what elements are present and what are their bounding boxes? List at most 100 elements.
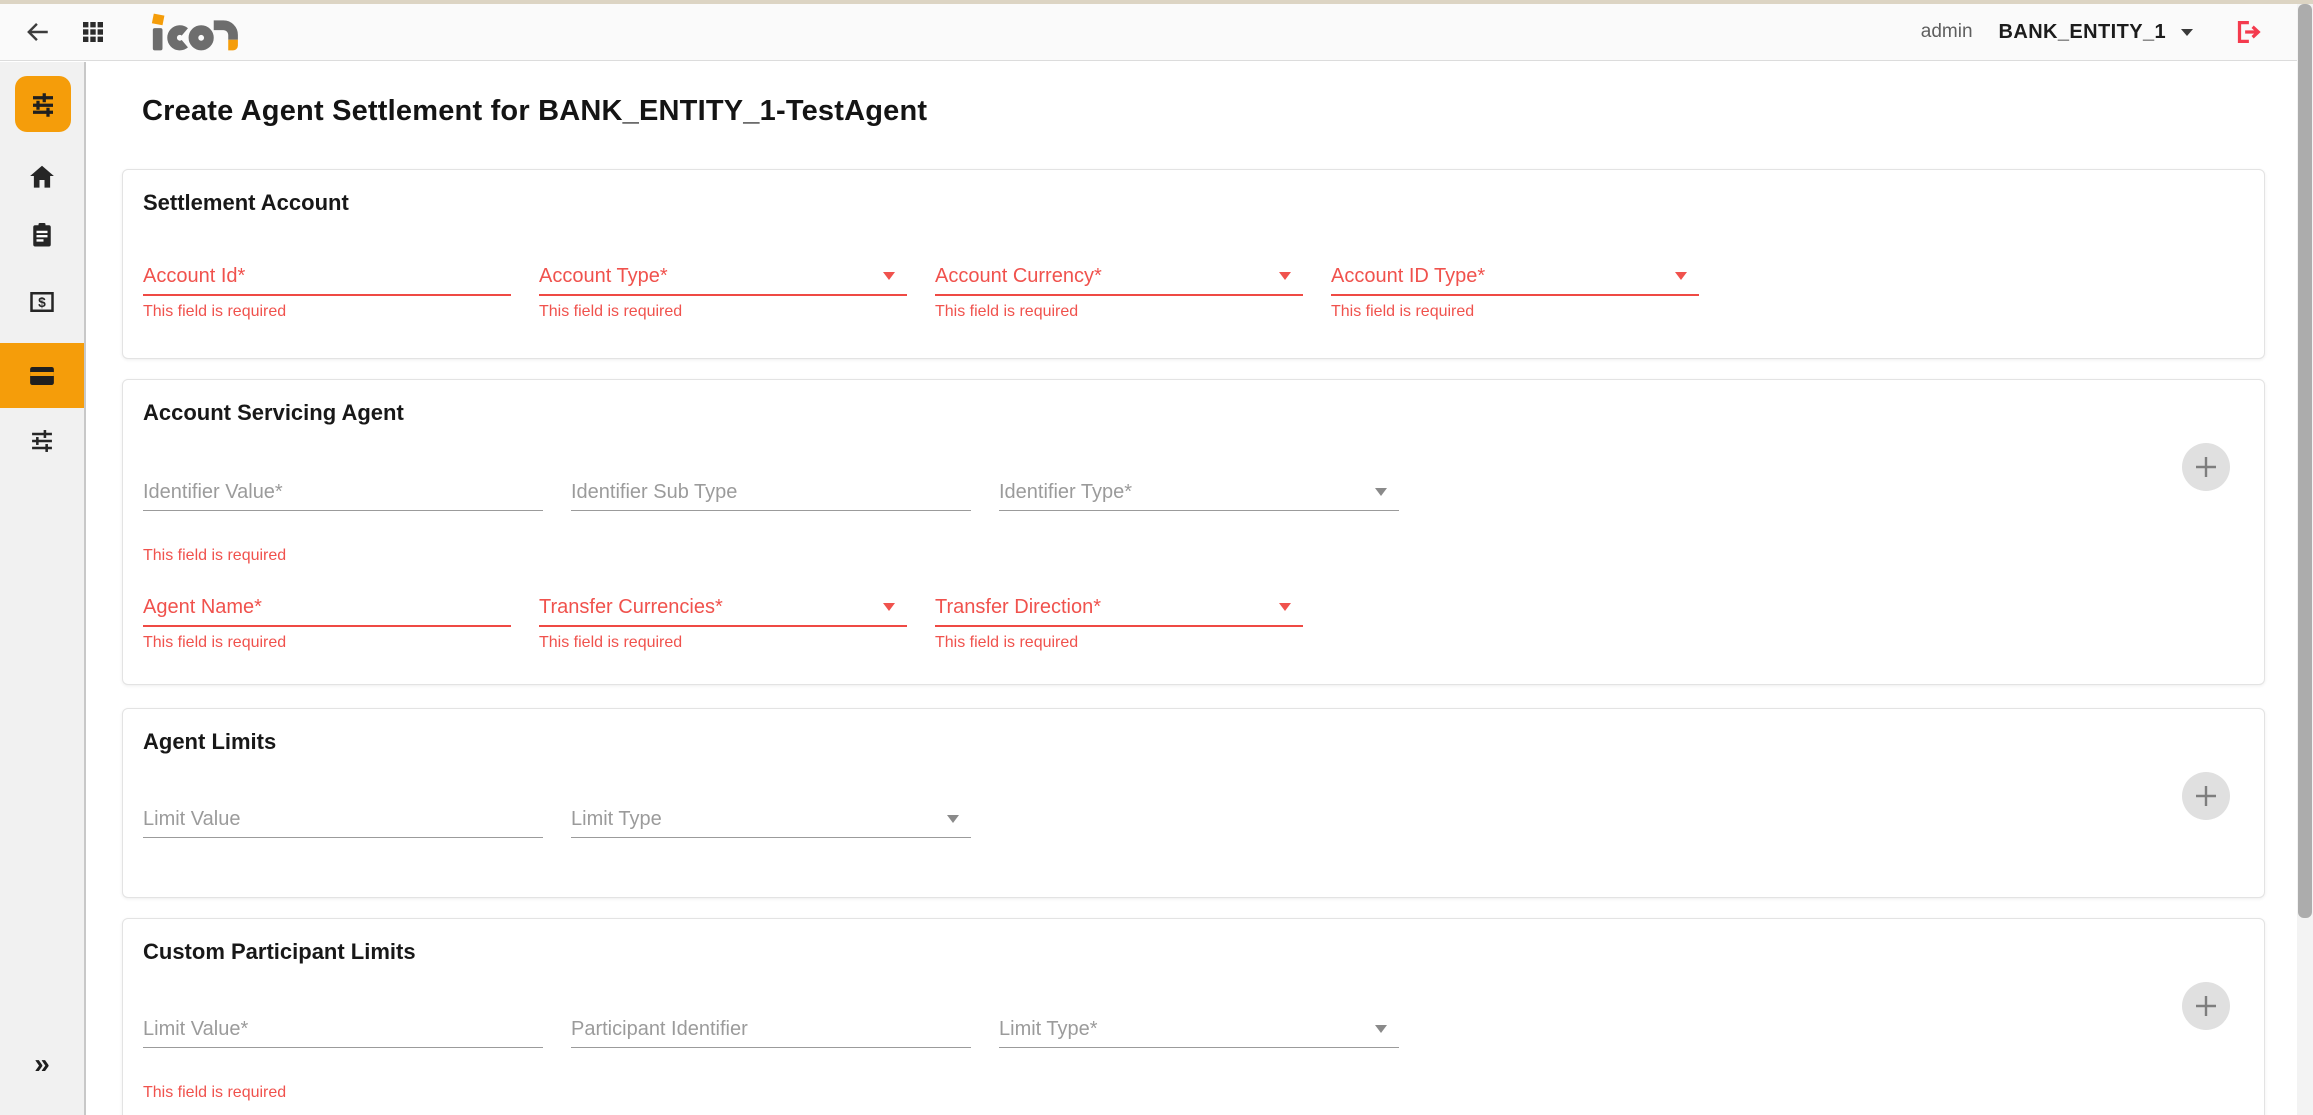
arrow-left-icon: [27, 23, 48, 41]
sidebar-item-settlement-accounts[interactable]: [0, 343, 84, 408]
field-label: Limit Value: [143, 808, 241, 830]
input-underline: [935, 294, 1303, 296]
chevron-down-icon[interactable]: [947, 815, 959, 823]
chevron-down-icon[interactable]: [1675, 272, 1687, 280]
input-underline: [571, 837, 971, 838]
field-error: This field is required: [143, 303, 287, 320]
field-error: This field is required: [935, 634, 1079, 651]
chevron-down-icon[interactable]: [1279, 272, 1291, 280]
transfer-direction-select[interactable]: Transfer Direction* This field is requir…: [935, 595, 1303, 652]
field-label: Identifier Type*: [999, 481, 1133, 503]
settlement-account-card: Settlement Account Account Id* This fiel…: [122, 169, 2265, 359]
account-id-type-select[interactable]: Account ID Type* This field is required: [1331, 264, 1699, 321]
chevron-down-icon[interactable]: [883, 603, 895, 611]
plus-icon: [2196, 996, 2216, 1016]
input-underline: [539, 294, 907, 296]
chevron-down-icon: [2181, 28, 2193, 36]
field-error: This field is required: [143, 1084, 287, 1101]
field-error: This field is required: [1331, 303, 1475, 320]
app-logo[interactable]: [148, 12, 264, 52]
scrollbar-thumb[interactable]: [2298, 4, 2312, 918]
account-servicing-agent-card: Account Servicing Agent Identifier Value…: [122, 379, 2265, 685]
input-underline: [571, 1047, 971, 1048]
input-underline: [999, 510, 1399, 511]
field-label: Account ID Type*: [1331, 265, 1486, 287]
user-role-label: admin: [1920, 21, 1973, 42]
participant-limit-value-field[interactable]: Limit Value* This field is required: [143, 1017, 543, 1102]
transfer-currencies-select[interactable]: Transfer Currencies* This field is requi…: [539, 595, 907, 652]
sidebar-expand-button[interactable]: »: [0, 1044, 84, 1084]
participant-limit-type-select[interactable]: Limit Type*: [999, 1017, 1399, 1102]
chevron-down-icon[interactable]: [1375, 1025, 1387, 1033]
field-label: Account Id*: [143, 265, 246, 287]
card-title: Custom Participant Limits: [143, 939, 416, 964]
identifier-type-select[interactable]: Identifier Type*: [999, 480, 1399, 565]
plus-icon: [2196, 786, 2216, 806]
tune-sliders-icon: [33, 93, 53, 117]
sidebar-item-home[interactable]: [0, 159, 84, 195]
field-label: Agent Name*: [143, 596, 262, 618]
limit-value-field[interactable]: Limit Value: [143, 807, 543, 838]
apps-grid-button[interactable]: [80, 19, 106, 45]
agent-name-field[interactable]: Agent Name* This field is required: [143, 595, 511, 652]
card-title: Agent Limits: [143, 729, 277, 754]
field-label: Identifier Sub Type: [571, 481, 738, 503]
field-label: Transfer Direction*: [935, 596, 1101, 618]
sidebar-item-settings-action[interactable]: [15, 76, 71, 132]
back-button[interactable]: [22, 16, 54, 48]
field-label: Participant Identifier: [571, 1018, 748, 1040]
custom-participant-limits-card: Custom Participant Limits Limit Value* T…: [122, 918, 2265, 1115]
input-underline: [143, 625, 511, 627]
chevron-down-icon[interactable]: [1375, 488, 1387, 496]
card-title: Account Servicing Agent: [143, 400, 404, 425]
credit-card-icon: [30, 366, 54, 385]
main-content: Create Agent Settlement for BANK_ENTITY_…: [88, 62, 2297, 1115]
logout-icon: [2237, 21, 2261, 43]
field-label: Identifier Value*: [143, 481, 283, 503]
add-agent-limit-button[interactable]: [2182, 772, 2230, 820]
card-title: Settlement Account: [143, 190, 349, 215]
limit-type-select[interactable]: Limit Type: [571, 807, 971, 838]
field-label: Limit Type*: [999, 1018, 1098, 1040]
entity-selector[interactable]: BANK_ENTITY_1: [1999, 21, 2193, 44]
field-label: Account Type*: [539, 265, 668, 287]
input-underline: [143, 1047, 543, 1048]
identifier-sub-type-field[interactable]: Identifier Sub Type: [571, 480, 971, 565]
field-label: Limit Value*: [143, 1018, 249, 1040]
input-underline: [935, 625, 1303, 627]
agent-limits-card: Agent Limits Limit Value Limit Type: [122, 708, 2265, 898]
input-underline: [143, 837, 543, 838]
window-top-strip: [0, 0, 2313, 4]
vertical-scrollbar[interactable]: [2297, 4, 2313, 1115]
field-error: This field is required: [143, 634, 287, 651]
page-title: Create Agent Settlement for BANK_ENTITY_…: [142, 95, 928, 127]
sidebar-item-tasks[interactable]: [0, 217, 84, 253]
sidebar-item-payments[interactable]: $: [0, 284, 84, 320]
double-chevron-right-icon: »: [34, 1048, 50, 1079]
field-error: This field is required: [539, 303, 683, 320]
home-icon: [30, 165, 54, 188]
field-label: Transfer Currencies*: [539, 596, 723, 618]
sidebar-item-configuration[interactable]: [0, 423, 84, 459]
add-participant-limit-button[interactable]: [2182, 982, 2230, 1030]
field-error: This field is required: [539, 634, 683, 651]
field-label: Limit Type: [571, 808, 662, 830]
participant-identifier-field[interactable]: Participant Identifier: [571, 1017, 971, 1102]
money-icon: $: [30, 292, 54, 312]
input-underline: [143, 510, 543, 511]
topbar: admin BANK_ENTITY_1: [0, 4, 2313, 61]
sidebar: $ »: [0, 62, 86, 1115]
logout-button[interactable]: [2231, 16, 2263, 48]
chevron-down-icon[interactable]: [1279, 603, 1291, 611]
entity-name-label: BANK_ENTITY_1: [1998, 20, 2166, 43]
account-id-field[interactable]: Account Id* This field is required: [143, 264, 511, 321]
input-underline: [1331, 294, 1699, 296]
chevron-down-icon[interactable]: [883, 272, 895, 280]
input-underline: [999, 1047, 1399, 1048]
grid-menu-icon: [83, 22, 103, 42]
account-currency-select[interactable]: Account Currency* This field is required: [935, 264, 1303, 321]
field-label: Account Currency*: [935, 265, 1102, 287]
identifier-value-field[interactable]: Identifier Value* This field is required: [143, 480, 543, 565]
add-servicing-agent-button[interactable]: [2182, 443, 2230, 491]
account-type-select[interactable]: Account Type* This field is required: [539, 264, 907, 321]
